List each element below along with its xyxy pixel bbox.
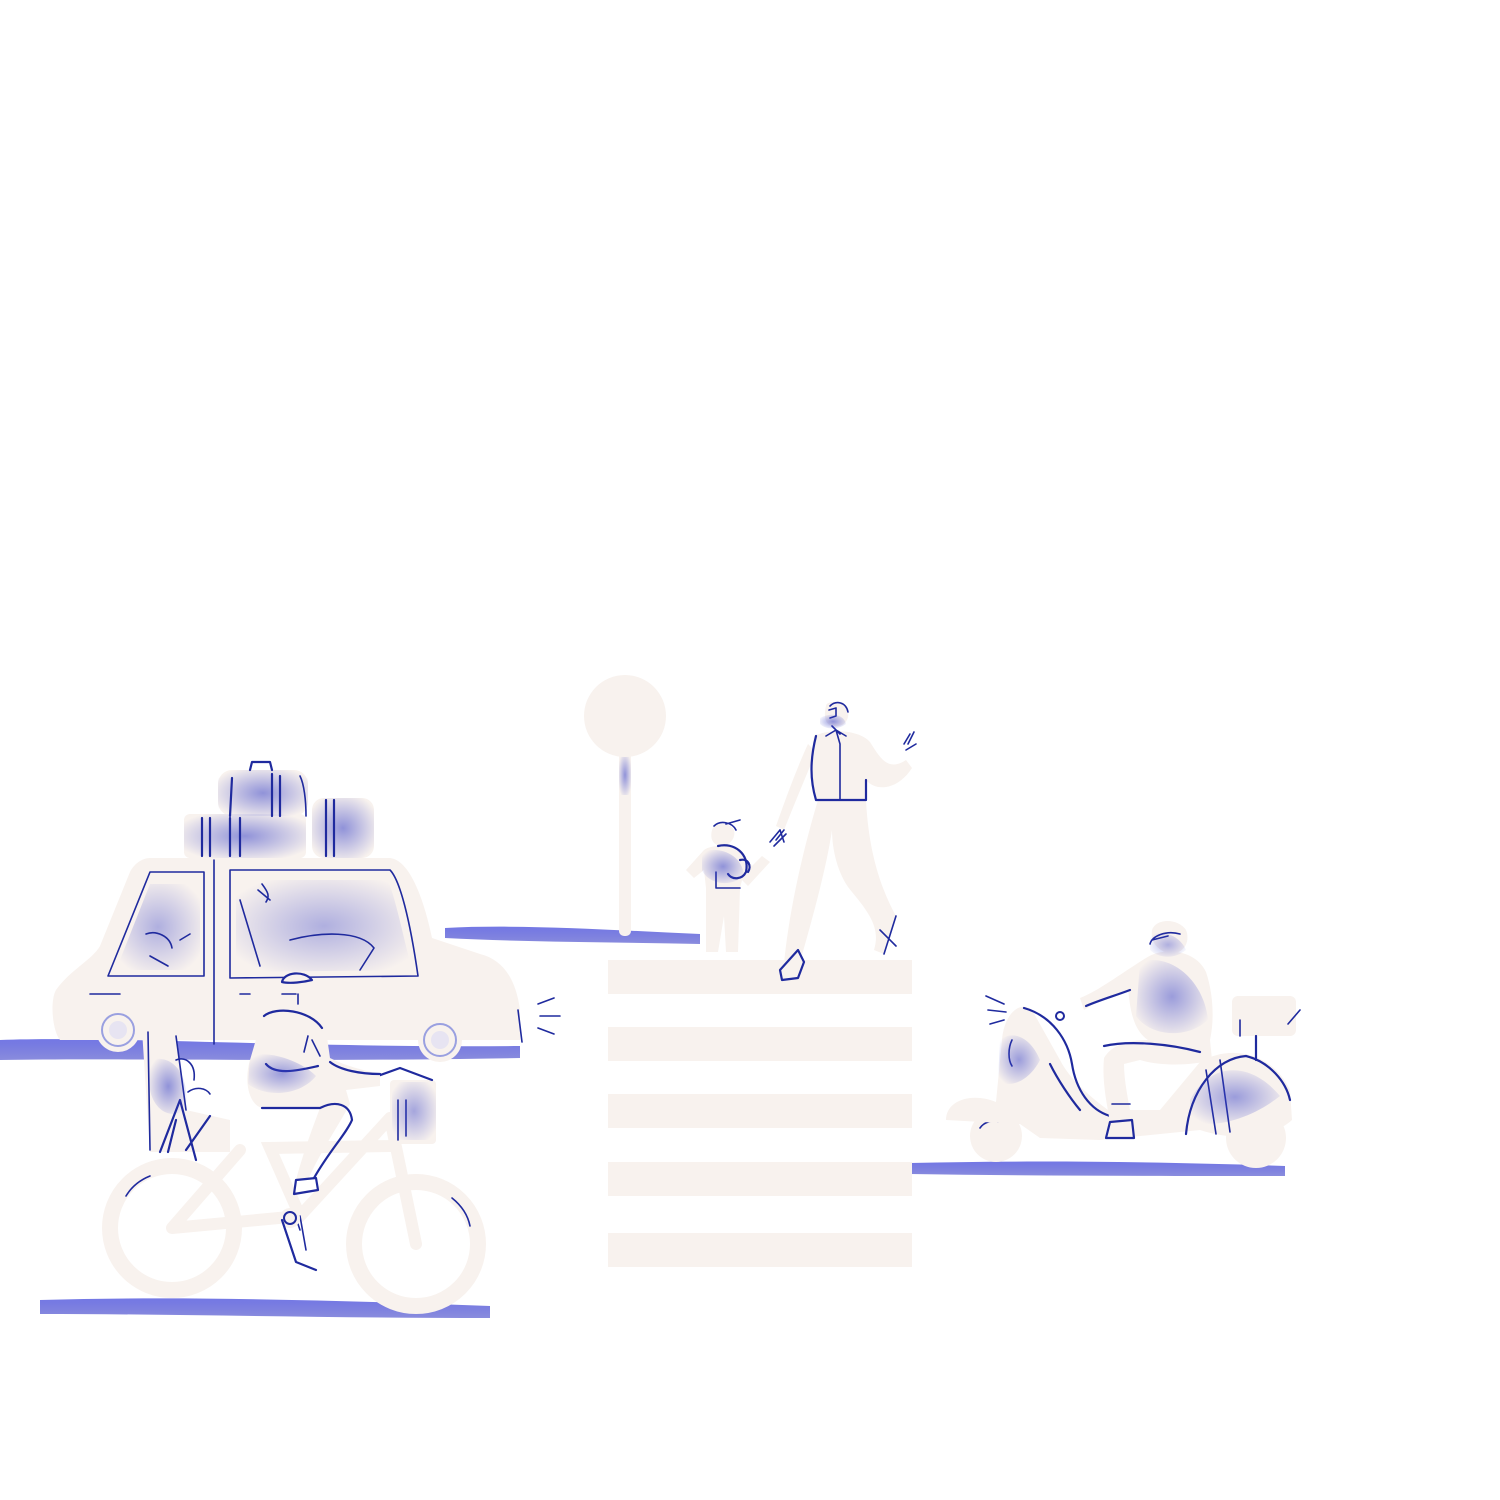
car-with-luggage: [52, 760, 561, 1062]
sign-disc: [584, 675, 666, 757]
crossing-stripe: [608, 960, 912, 994]
adult-pedestrian: [775, 701, 917, 982]
crossing-stripe: [608, 1233, 912, 1267]
sign-ground-shadow: [445, 926, 700, 944]
roof-luggage: [184, 760, 374, 858]
adult-with-child: [686, 701, 917, 982]
sign-pole-shade: [619, 755, 631, 795]
cyclist-with-child-seat: [102, 972, 486, 1314]
car-window-rear: [107, 871, 205, 977]
crossing-stripe: [608, 1094, 912, 1128]
pedestrian-crossing: [608, 960, 912, 1267]
scooter-ground-shadow: [910, 1161, 1285, 1176]
bicycle-front-wheel: [346, 1174, 486, 1314]
street-sign: [584, 675, 666, 936]
crossing-stripe: [608, 1027, 912, 1061]
crossing-stripe: [608, 1162, 912, 1196]
child-pedestrian: [686, 819, 787, 952]
car-window-front: [229, 869, 419, 979]
bicycle-ground-shadow: [40, 1298, 490, 1318]
scooter-rider: [946, 921, 1301, 1168]
